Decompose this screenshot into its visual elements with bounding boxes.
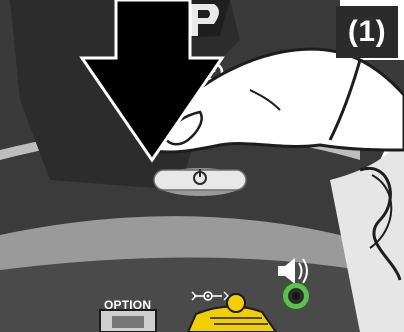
step-number-badge: (1)	[336, 6, 398, 58]
audio-jack	[283, 283, 309, 309]
option-port-label: OPTION	[104, 298, 151, 312]
power-button[interactable]	[154, 168, 246, 196]
option-port	[100, 310, 156, 332]
